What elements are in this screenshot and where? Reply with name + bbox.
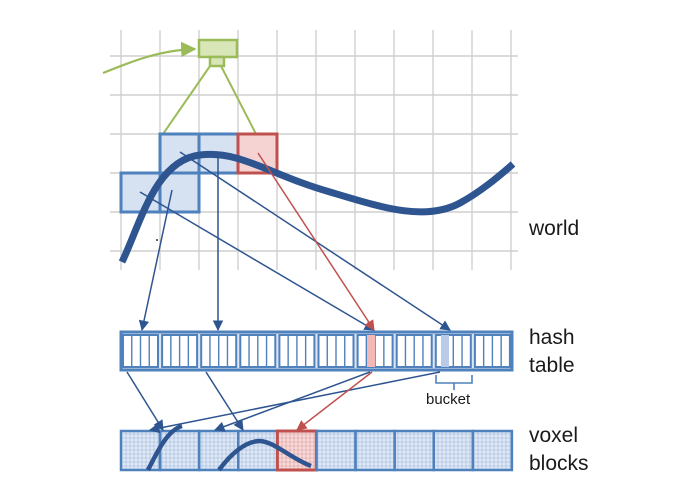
world-label: world: [529, 217, 580, 240]
voxel-surface-curve-2: [217, 438, 312, 472]
camera-icon: [197, 38, 239, 68]
voxel-block: [432, 429, 475, 472]
voxel-arrows: [126, 371, 441, 434]
voxel-block: [237, 429, 279, 472]
hash-table-label-line2: table: [529, 354, 575, 377]
voxel-blocks-label-line1: voxel: [529, 424, 579, 447]
hash-arrow-highlighted: [257, 152, 375, 331]
voxel-blocks-label-line2: blocks: [529, 452, 589, 475]
hash-table-label-line1: hash: [529, 326, 575, 349]
voxel-blocks: [119, 429, 514, 472]
camera-trajectory-arrow: [102, 41, 197, 75]
bucket-brace: [435, 375, 473, 390]
camera-frustum: [162, 65, 257, 135]
voxel-surface-curve-1: [145, 423, 183, 472]
stray-dot: [156, 239, 158, 241]
voxel-block: [393, 429, 435, 472]
world-grid: [110, 30, 518, 270]
voxel-block: [354, 429, 396, 472]
surface-curve: [118, 150, 516, 264]
voxel-block: [119, 429, 162, 472]
voxel-arrow-highlighted: [296, 371, 373, 431]
hash-entry-highlighted: [367, 335, 375, 367]
hash-table: [119, 330, 514, 372]
bucket-label: bucket: [426, 391, 471, 408]
hash-entry-selected: [441, 335, 449, 367]
voxel-block: [471, 429, 514, 472]
voxel-block: [315, 429, 357, 472]
voxel-block: [197, 429, 240, 472]
